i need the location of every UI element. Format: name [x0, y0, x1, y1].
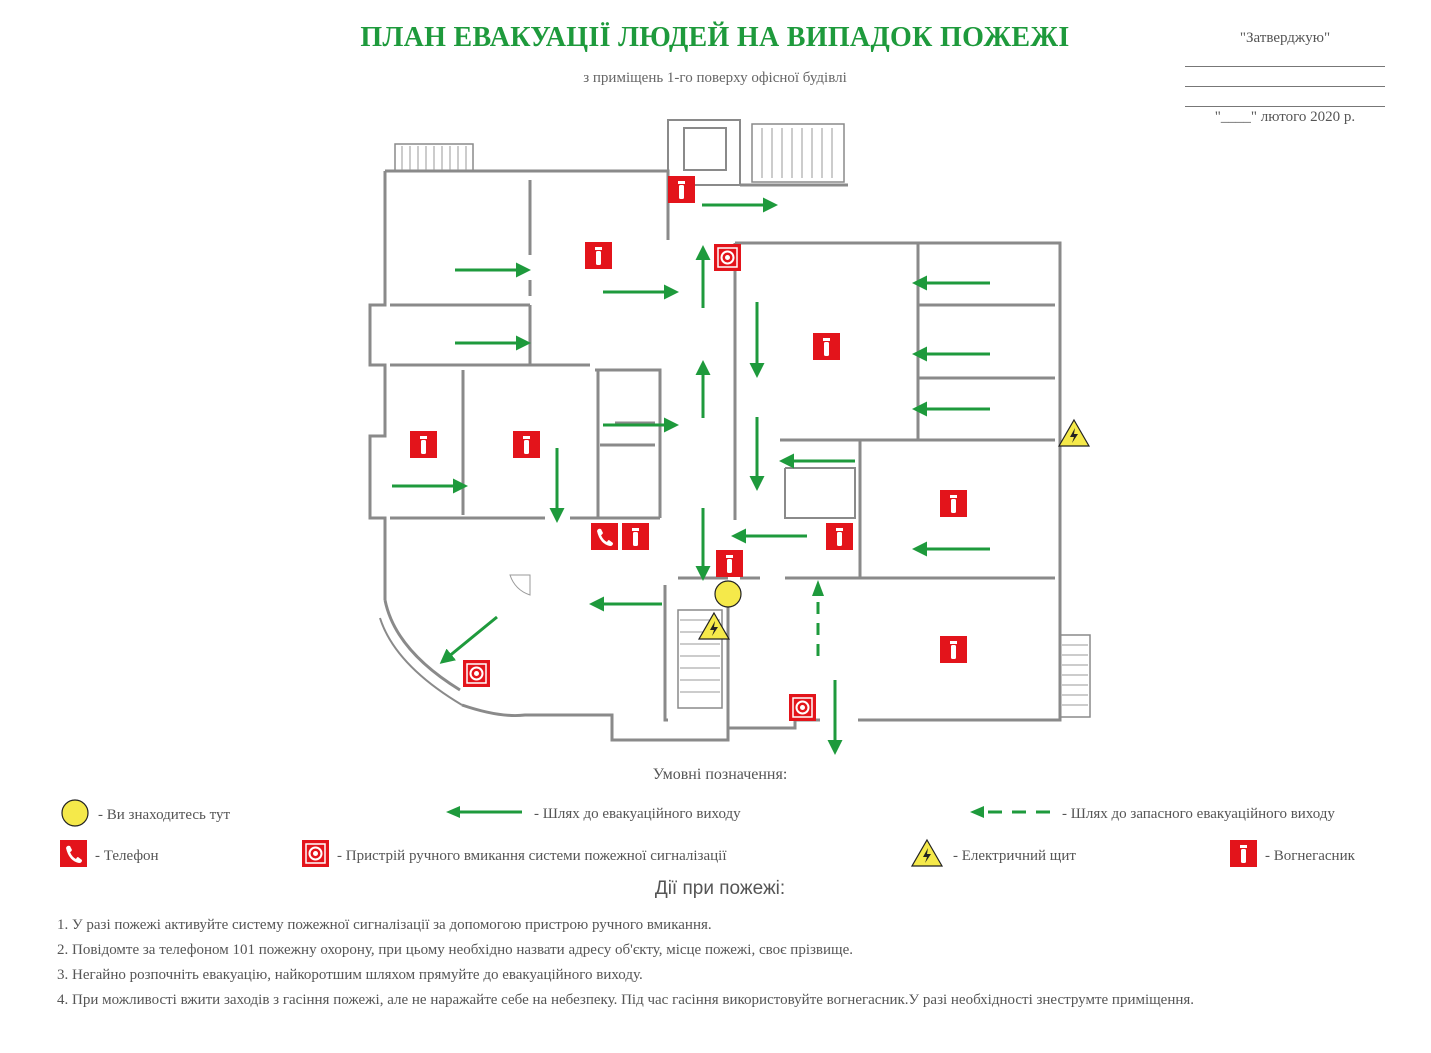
action-item: 3. Негайно розпочніть евакуацію, найкоро… [57, 967, 643, 983]
legend-label: - Вогнегасник [1265, 847, 1355, 864]
action-item: 1. У разі пожежі активуйте систему пожеж… [57, 917, 712, 933]
extinguisher-icon [826, 523, 853, 550]
action-item: 2. Повідомте за телефоном 101 пожежну ох… [57, 942, 853, 958]
extinguisher-icon [940, 636, 967, 663]
evacuation-arrows [392, 197, 990, 755]
legend-you-are-here: - Ви знаходитесь тут [60, 798, 230, 833]
plan-title: ПЛАН ЕВАКУАЦІЇ ЛЮДЕЙ НА ВИПАДОК ПОЖЕЖІ [360, 22, 1070, 53]
extinguisher-icon [513, 431, 540, 458]
actions-title: Дії при пожежі: [654, 878, 786, 899]
plan-subtitle: з приміщень 1-го поверху офісної будівлі [583, 70, 847, 86]
you-are-here-icon [60, 798, 90, 833]
extinguisher-icon [585, 242, 612, 269]
extinguisher-icon [668, 176, 695, 203]
electric-panel-icon [911, 838, 945, 874]
alarm-button-icon [301, 839, 330, 872]
phone-icon [60, 840, 87, 872]
extinguisher-icon [1230, 840, 1257, 872]
alarm-button-icon [462, 659, 491, 688]
approval-heading: "Затверджую" [1239, 30, 1331, 46]
alarm-button-icon [788, 693, 817, 722]
evacuation-arrow-icon [446, 800, 526, 829]
extinguisher-icon [813, 333, 840, 360]
extinguisher-icon [716, 550, 743, 577]
spare-route-arrow-icon [970, 800, 1054, 829]
legend-alarm: - Пристрій ручного вмикання системи поже… [301, 839, 727, 872]
signature-line [1185, 49, 1385, 67]
signature-line [1185, 69, 1385, 87]
evacuation-arrow [439, 615, 498, 664]
spare-route-arrow [812, 580, 824, 656]
legend-label: - Шлях до запасного евакуаційного виходу [1062, 806, 1335, 822]
legend-label: - Пристрій ручного вмикання системи поже… [337, 847, 727, 864]
plan-signs [410, 176, 1090, 722]
legend-label: - Електричний щит [953, 847, 1076, 864]
alarm-button-icon [713, 243, 742, 272]
legend-title: Умовні позначення: [652, 766, 788, 783]
extinguisher-icon [940, 490, 967, 517]
building-walls [368, 119, 1091, 742]
legend-label: - Телефон [95, 847, 159, 864]
approval-date: "____" лютого 2020 р. [1214, 109, 1356, 125]
phone-icon [591, 523, 618, 550]
legend-label: - Шлях до евакуаційного виходу [534, 806, 741, 822]
legend-evac-route: - Шлях до евакуаційного виходу [446, 800, 741, 829]
electric-panel-icon [698, 612, 730, 640]
legend-electric: - Електричний щит [911, 838, 1076, 874]
extinguisher-icon [410, 431, 437, 458]
legend-extinguisher: - Вогнегасник [1230, 840, 1355, 872]
legend-spare-route: - Шлях до запасного евакуаційного виходу [970, 800, 1335, 829]
stair-treads [401, 128, 1088, 706]
electric-panel-icon [1058, 419, 1090, 447]
legend-label: - Ви знаходитесь тут [98, 807, 231, 823]
signature-line [1185, 89, 1385, 107]
action-item: 4. При можливості вжити заходів з гасінн… [57, 992, 1195, 1008]
approval-block: "Затверджую" "____" лютого 2020 р. [1185, 30, 1385, 126]
you-are-here-icon [714, 580, 742, 608]
extinguisher-icon [622, 523, 649, 550]
legend-phone: - Телефон [60, 840, 159, 872]
